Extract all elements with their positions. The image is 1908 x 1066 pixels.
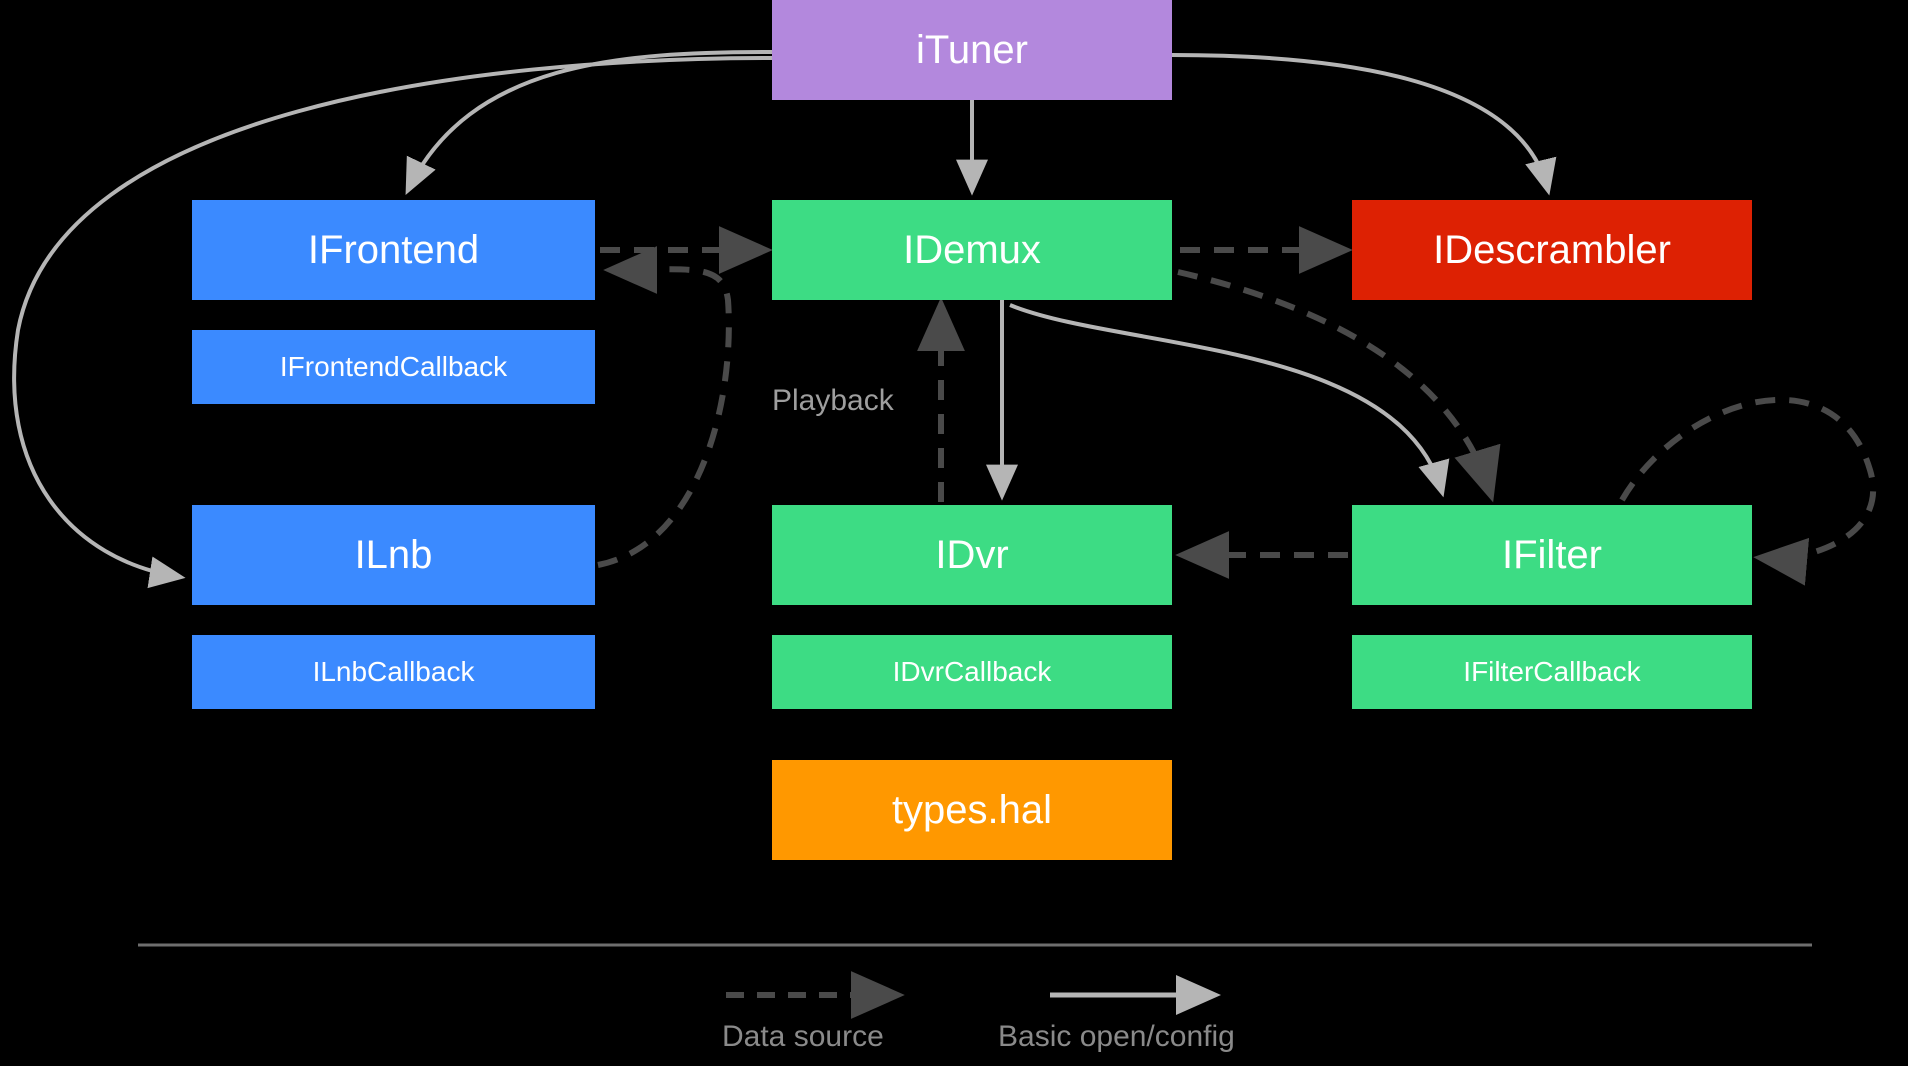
- node-ifilter[interactable]: IFilter: [1352, 505, 1752, 605]
- node-idemux-label: IDemux: [903, 228, 1041, 272]
- node-ifrontendcallback[interactable]: IFrontendCallback: [192, 330, 595, 404]
- node-ilnbcallback[interactable]: ILnbCallback: [192, 635, 595, 709]
- edge-label-playback-text: Playback: [772, 384, 894, 417]
- node-idemux[interactable]: IDemux: [772, 200, 1172, 300]
- legend-item-data-source: Data source: [722, 1020, 884, 1054]
- node-idvr[interactable]: IDvr: [772, 505, 1172, 605]
- node-ifilter-label: IFilter: [1502, 533, 1602, 577]
- node-idvr-label: IDvr: [935, 533, 1009, 577]
- node-ilnbcallback-label: ILnbCallback: [312, 656, 475, 688]
- edge-ituner-ilnb: [12, 56, 773, 589]
- legend-item-open-config-label: Basic open/config: [998, 1020, 1235, 1053]
- edge-label-playback: Playback: [772, 384, 922, 418]
- node-idvrcallback[interactable]: IDvrCallback: [772, 635, 1172, 709]
- edge-idemux-ifilter: [1009, 303, 1450, 498]
- edge-ituner-ifrontend: [405, 50, 773, 196]
- node-idescrambler[interactable]: IDescrambler: [1352, 200, 1752, 300]
- node-typeshal[interactable]: types.hal: [772, 760, 1172, 860]
- legend-item-open-config: Basic open/config: [998, 1020, 1235, 1054]
- edge-ituner-idescrambler: [1171, 53, 1557, 196]
- node-ifrontend-label: IFrontend: [307, 228, 480, 272]
- node-ilnb-label: ILnb: [354, 533, 433, 577]
- node-ifiltercallback[interactable]: IFilterCallback: [1352, 635, 1752, 709]
- edge-ilnb-ifrontend: [597, 245, 732, 568]
- node-ituner-label: iTuner: [916, 28, 1028, 72]
- node-ilnb[interactable]: ILnb: [192, 505, 595, 605]
- node-idescrambler-label: IDescrambler: [1433, 228, 1671, 272]
- node-ifiltercallback-label: IFilterCallback: [1463, 656, 1641, 688]
- node-ifrontend[interactable]: IFrontend: [192, 200, 595, 300]
- legend-item-data-source-label: Data source: [722, 1020, 884, 1053]
- node-idvrcallback-label: IDvrCallback: [892, 656, 1052, 688]
- node-ifrontendcallback-label: IFrontendCallback: [279, 351, 508, 383]
- edge-idemux-ifilter-data: [1177, 269, 1501, 503]
- node-typeshal-label: types.hal: [891, 788, 1053, 832]
- node-ituner[interactable]: iTuner: [772, 0, 1172, 100]
